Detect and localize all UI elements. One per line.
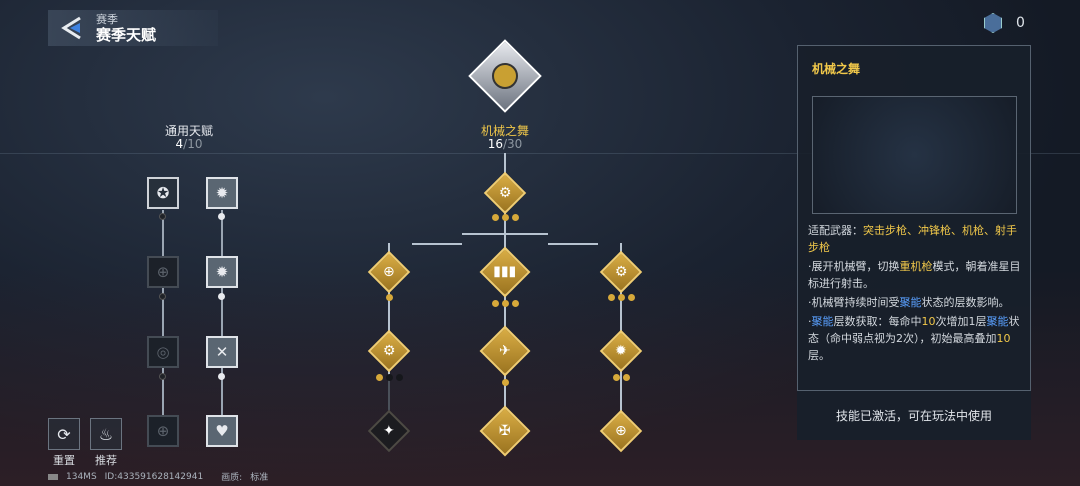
level-dot (502, 379, 509, 386)
connector (221, 210, 223, 435)
talent-node[interactable]: ⚙ (599, 250, 643, 294)
level-dot (512, 214, 519, 221)
currency-value: 0 (1016, 15, 1025, 31)
connector (462, 233, 548, 235)
level-dot (628, 294, 635, 301)
crosshair-icon: ⊕ (156, 263, 170, 281)
hex-currency-icon (984, 13, 1002, 33)
skill-description: 适配武器：突击步枪、冲锋枪、机枪、射手步枪 ·展开机械臂，切换重机枪模式，朝着准… (808, 224, 1021, 362)
talent-node[interactable]: ▮▮▮ (479, 246, 531, 298)
general-tree-count: 4/10 (175, 137, 203, 151)
gear-icon: ✹ (215, 263, 229, 281)
skull-blades-icon: ✠ (499, 422, 511, 439)
cycle-icon: ◎ (156, 343, 170, 361)
level-dot (618, 294, 625, 301)
currency-display: 0 (984, 13, 1025, 33)
talent-icon: ✪ (156, 184, 170, 202)
level-dot (159, 373, 166, 380)
talent-node[interactable]: ⊕ (367, 250, 411, 294)
level-dot (623, 374, 630, 381)
level-dot (218, 373, 225, 380)
level-dot (386, 374, 393, 381)
flame-icon: ♨ (98, 424, 114, 444)
general-tree-label: 通用天赋 (164, 124, 213, 138)
signal-icon (48, 473, 58, 480)
level-dot (386, 294, 393, 301)
talent-node[interactable]: ◎ (147, 336, 179, 368)
level-dot (608, 294, 615, 301)
talent-node[interactable]: ⊕ (147, 256, 179, 288)
level-dot (613, 374, 620, 381)
crosshair-icon: ⊕ (156, 422, 170, 440)
level-dot (159, 213, 166, 220)
detail-title: 机械之舞 (812, 62, 861, 76)
heart-icon: ♥ (215, 422, 229, 440)
crosshair-icon: ⊕ (615, 422, 627, 439)
talent-node[interactable]: ✕ (206, 336, 238, 368)
level-dot (396, 374, 403, 381)
level-dot (218, 293, 225, 300)
talent-node[interactable]: ⊕ (147, 415, 179, 447)
talent-node[interactable]: ✠ (479, 405, 531, 457)
level-dot (218, 213, 225, 220)
talent-node[interactable]: ✹ (599, 329, 643, 373)
talent-node[interactable]: ⊕ (599, 409, 643, 453)
mech-arm-icon: ⚙ (614, 264, 628, 280)
level-dot (502, 214, 509, 221)
talent-node[interactable]: ✪ (147, 177, 179, 209)
page-title: 赛季天赋 (96, 26, 157, 44)
gear-icon: ✹ (215, 184, 229, 202)
back-arrow-icon[interactable] (60, 15, 86, 41)
level-dot (492, 300, 499, 307)
talent-node[interactable]: ✦ (367, 409, 411, 453)
level-dot (492, 214, 499, 221)
main-tree-count: 16/30 (487, 137, 523, 151)
recommend-button[interactable]: ♨ (90, 418, 122, 450)
talent-node[interactable]: ✹ (206, 177, 238, 209)
connector (548, 243, 598, 245)
level-dot (159, 293, 166, 300)
mech-arm-icon: ⚙ (498, 185, 512, 201)
connector (412, 243, 462, 245)
main-tree-label: 机械之舞 (480, 124, 529, 138)
talent-node[interactable]: ✹ (206, 256, 238, 288)
level-dot (502, 300, 509, 307)
recommend-label: 推荐 (95, 454, 117, 467)
ammo-icon: ▮▮▮ (493, 264, 517, 280)
beast-icon: ✦ (383, 422, 395, 439)
divider (0, 153, 1080, 154)
crosshair-icon: ⊕ (383, 263, 395, 280)
reset-icon: ⟳ (57, 424, 71, 444)
season-emblem (468, 39, 542, 113)
reset-label: 重置 (53, 454, 75, 467)
level-dot (376, 374, 383, 381)
talent-node[interactable]: ⚙ (367, 329, 411, 373)
gear-icon: ✹ (615, 342, 627, 359)
header-subtitle: 赛季 (96, 13, 118, 26)
connector (388, 380, 390, 420)
talent-node[interactable]: ♥ (206, 415, 238, 447)
connector (162, 210, 164, 435)
reset-button[interactable]: ⟳ (48, 418, 80, 450)
talent-node[interactable]: ⚙ (483, 171, 527, 215)
level-dot (512, 300, 519, 307)
talent-node[interactable]: ✈ (479, 325, 531, 377)
mech-emblem-icon (492, 63, 518, 89)
skill-preview-image (812, 96, 1017, 214)
skill-status: 技能已激活，可在玩法中使用 (797, 390, 1031, 440)
mech-arm-icon: ⚙ (382, 343, 396, 359)
blade-icon: ✕ (215, 343, 229, 361)
missile-orbit-icon: ✈ (499, 342, 511, 359)
